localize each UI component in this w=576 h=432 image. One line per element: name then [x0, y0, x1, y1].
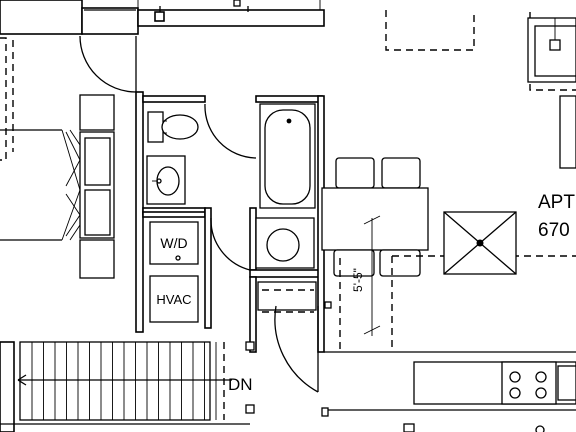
stairs: DN	[0, 341, 255, 432]
kitchen-outline	[324, 255, 576, 353]
dimension-line: 5'-5"	[351, 215, 381, 336]
coat-closet	[257, 281, 332, 313]
bathtub-icon	[259, 103, 316, 209]
stair-down-label: DN	[228, 375, 253, 394]
apartment-label: APT 670	[538, 192, 575, 241]
toilet-icon	[147, 111, 199, 143]
apt-name: APT	[538, 192, 575, 213]
hvac-label: HVAC	[156, 292, 191, 307]
ceiling-fan-icon	[443, 211, 517, 275]
door-swing-icon	[79, 35, 137, 93]
dimension-label: 5'-5"	[351, 268, 365, 292]
interior-walls	[135, 91, 325, 353]
water-heater-icon	[255, 217, 315, 269]
top-exterior-wall	[0, 0, 325, 35]
sink-icon	[146, 155, 186, 205]
apt-number: 670	[538, 220, 570, 241]
living-outline	[385, 10, 576, 169]
bed	[61, 94, 115, 279]
door-swing-icon	[204, 103, 257, 159]
washer-dryer: W/D	[149, 221, 199, 265]
washer-dryer-label: W/D	[160, 235, 187, 251]
hvac-unit: HVAC	[149, 275, 199, 323]
bedroom-closet-outline	[0, 37, 62, 241]
dining-table	[321, 157, 429, 277]
door-swing-icon	[210, 217, 251, 271]
cooktop-icon	[501, 361, 557, 405]
door-swing-icon	[274, 305, 319, 393]
bottom-wall	[0, 407, 545, 432]
